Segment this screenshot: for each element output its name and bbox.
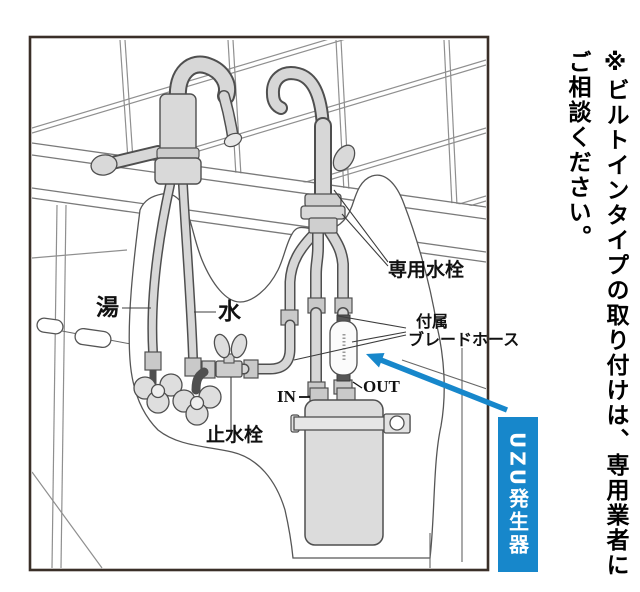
label-inlet: IN: [277, 387, 297, 406]
diagram-frame: [28, 35, 490, 572]
faucet-lever: [90, 145, 165, 176]
blue-arrow-icon: [366, 353, 509, 413]
spout-outlet-icon: [223, 132, 243, 148]
cold-valve-handle-icon: [172, 385, 222, 426]
kitchen-faucet: [90, 55, 243, 185]
door-handle-icon: [36, 317, 64, 335]
uzu-generator-tag-label: UZU発生器: [505, 432, 530, 557]
hot-valve-handle-icon: [133, 373, 183, 414]
stop-valve: [191, 333, 248, 395]
label-hot-water: 湯: [96, 295, 119, 321]
callout-lines: [122, 189, 407, 430]
dedicated-faucet: [265, 66, 356, 234]
label-outlet: OUT: [363, 377, 401, 396]
label-included-hose-2: ブレードホース: [408, 330, 519, 349]
filter-canister: [290, 387, 411, 546]
label-stop-valve: 止水栓: [206, 423, 263, 446]
door-handle-icon: [74, 327, 112, 349]
in-pipe: [307, 226, 326, 397]
uzu-generator-tag: UZU発生器: [498, 417, 538, 572]
mounting-bracket: [290, 413, 411, 434]
label-cold-water: 水: [218, 299, 242, 325]
faucet-knob-icon: [332, 144, 356, 172]
hot-hose: [144, 180, 175, 384]
note-line-2: ご相談ください。: [564, 50, 590, 250]
label-dedicated-faucet: 専用水栓: [388, 258, 464, 281]
label-included-hose-1: 付属: [416, 312, 448, 331]
cold-hose: [178, 180, 202, 377]
note-vertical: ※ビルトインタイプの取り付けは、専用業者に ご相談ください。: [556, 50, 634, 582]
uzu-generator-capsule: [329, 314, 358, 382]
note-line-1: ※ビルトインタイプの取り付けは、専用業者に: [602, 50, 628, 578]
